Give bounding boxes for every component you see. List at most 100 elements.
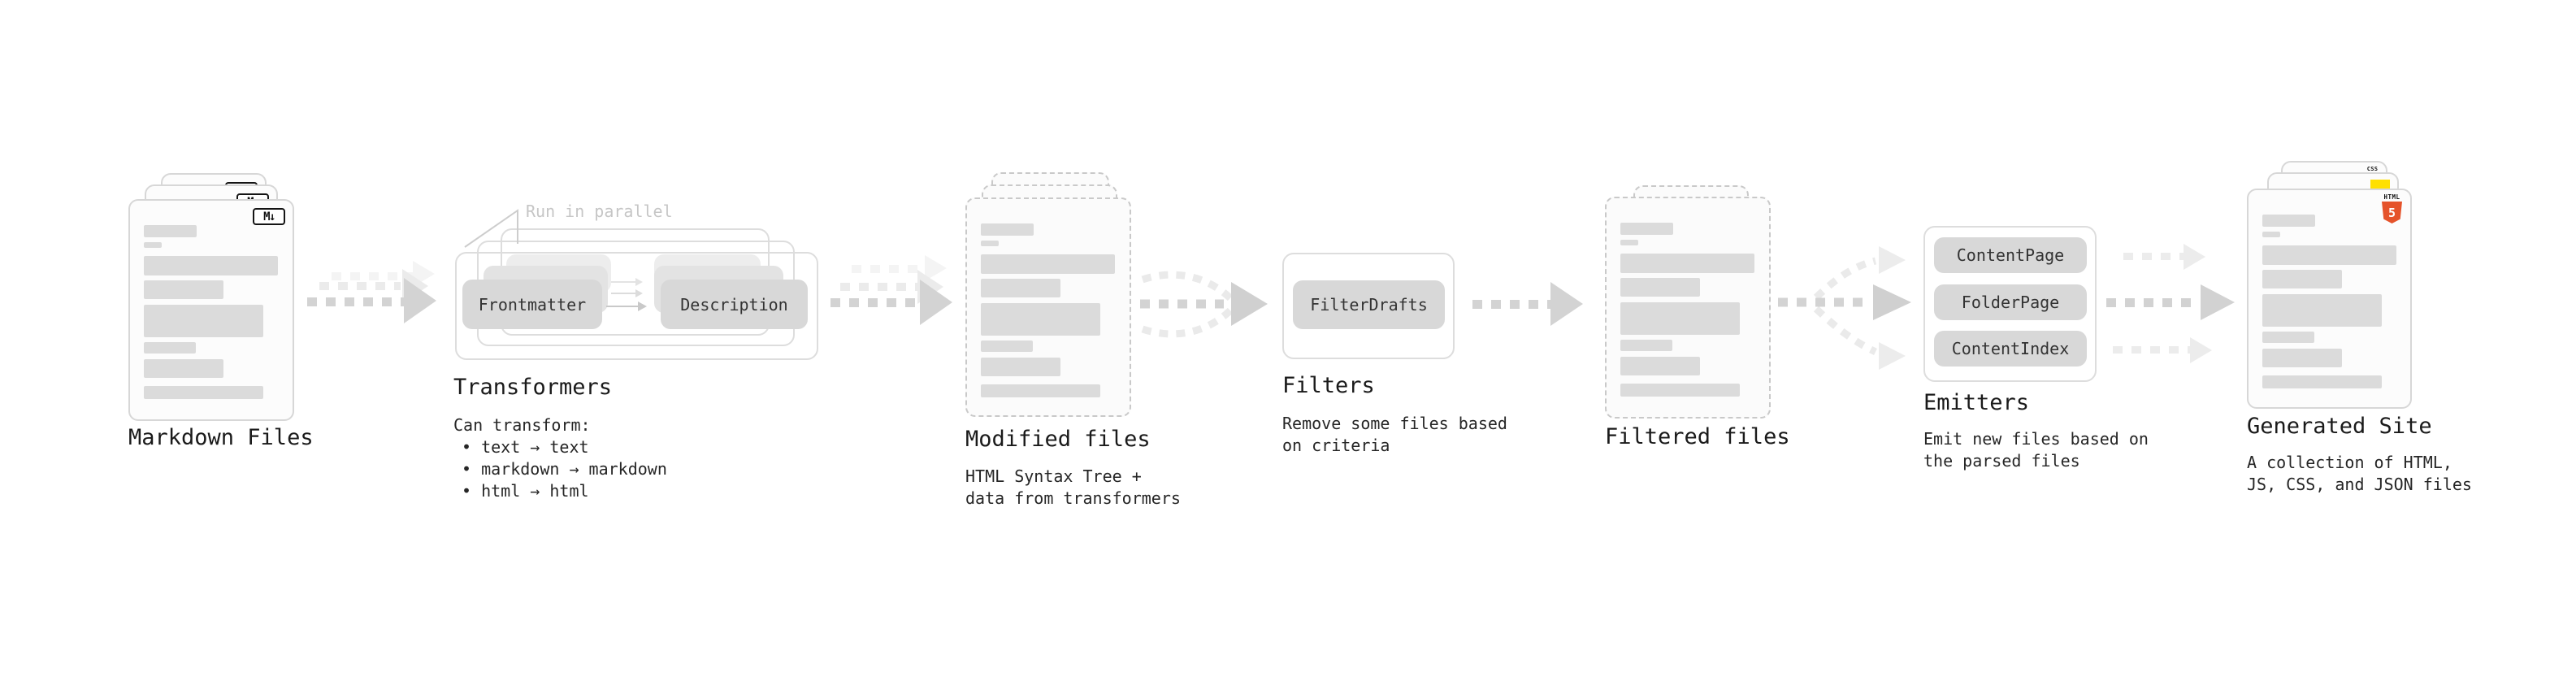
filters-note: Remove some files based on criteria [1282, 413, 1507, 457]
stage-label-markdown-files: Markdown Files [128, 425, 314, 450]
text-line-placeholder [144, 386, 263, 399]
arrow-dash-ghost [332, 272, 413, 280]
stage-label-emitters: Emitters [1923, 390, 2030, 415]
text-line-placeholder [981, 303, 1100, 336]
arrow-head-ghost [2184, 244, 2205, 270]
transformer-chip-frontmatter: Frontmatter [462, 280, 602, 329]
text-line-placeholder [1620, 340, 1672, 351]
arrow-dash [1472, 300, 1550, 309]
text-line-placeholder [2262, 270, 2342, 288]
note-line: on criteria [1282, 436, 1390, 455]
file-card-front: M↓ [128, 199, 294, 421]
run-in-parallel-annotation: Run in parallel [526, 202, 673, 221]
text-line-placeholder [1620, 302, 1740, 335]
html5-icon: HTML 5 [2381, 194, 2403, 223]
arrow-dash-ghost [2123, 253, 2184, 260]
note-line: JS, CSS, and JSON files [2247, 475, 2472, 494]
filter-chip-filterdrafts: FilterDrafts [1293, 280, 1445, 329]
text-line-placeholder [144, 225, 197, 237]
note-line: HTML Syntax Tree + [965, 466, 1142, 486]
note-line: A collection of HTML, [2247, 453, 2452, 472]
stage-label-generated-site: Generated Site [2247, 414, 2432, 439]
text-line-placeholder [981, 279, 1060, 297]
text-line-placeholder [2262, 332, 2314, 343]
text-line-placeholder [1620, 357, 1700, 375]
text-line-placeholder [2262, 245, 2396, 265]
text-line-placeholder [981, 340, 1033, 352]
stage-label-transformers: Transformers [453, 375, 613, 400]
arrow-head-ghost [2190, 337, 2212, 363]
arrow-head [404, 278, 436, 323]
arrow-dash-ghost [852, 265, 925, 273]
transformer-stack-outline-front [455, 252, 818, 360]
arrow-head [920, 280, 952, 325]
emitters-note: Emit new files based on the parsed files [1923, 428, 2149, 472]
text-line-placeholder [981, 384, 1100, 397]
text-line-placeholder [144, 359, 223, 378]
arrow-markdown-to-transformers [305, 261, 443, 341]
text-line-placeholder [144, 342, 196, 354]
text-line-placeholder [144, 256, 278, 275]
stage-label-filtered-files: Filtered files [1605, 424, 1790, 449]
arrow-dash [830, 298, 920, 307]
arrow-dash-ghost [840, 283, 917, 291]
generated-site-note: A collection of HTML, JS, CSS, and JSON … [2247, 452, 2472, 496]
text-line-placeholder [2262, 232, 2280, 237]
arrow-dash-ghost [2113, 346, 2190, 354]
transformers-note: Can transform: • text → text • markdown … [453, 414, 667, 502]
note-line: • markdown → markdown [462, 459, 667, 479]
text-line-placeholder [981, 223, 1034, 236]
text-line-placeholder [981, 241, 999, 246]
text-line-placeholder [981, 254, 1115, 274]
arrow-filters-to-filtered [1472, 282, 1586, 331]
parallel-flow-arrows [606, 278, 647, 311]
arrow-modified-to-filters [1140, 271, 1268, 338]
arrow-transformers-to-modified [829, 255, 959, 343]
arrow-dash [2106, 298, 2199, 307]
markdown-icon: M↓ [253, 208, 285, 225]
text-line-placeholder [144, 242, 162, 248]
arrow-filtered-to-emitters [1778, 246, 1911, 370]
annotation-leader-line [464, 209, 518, 248]
file-card-front: HTML 5 [2247, 189, 2412, 409]
emitter-chip-contentpage: ContentPage [1934, 237, 2087, 273]
note-line: Emit new files based on [1923, 429, 2149, 449]
note-line: data from transformers [965, 488, 1181, 508]
text-line-placeholder [144, 305, 263, 337]
stage-label-filters: Filters [1282, 373, 1375, 398]
text-line-placeholder [2262, 294, 2382, 327]
css-icon-label: CSS [2366, 166, 2379, 172]
text-line-placeholder [1620, 254, 1754, 273]
note-line: • text → text [462, 437, 589, 457]
text-line-placeholder [1620, 223, 1673, 235]
file-card-front [965, 197, 1131, 417]
text-line-placeholder [1620, 278, 1700, 297]
arrow-emitters-to-site-top [2123, 242, 2209, 271]
file-card-front [1605, 197, 1771, 419]
arrow-emitters-to-site-middle [2106, 284, 2236, 320]
text-line-placeholder [1620, 384, 1740, 397]
text-line-placeholder [2262, 375, 2382, 388]
text-line-placeholder [144, 280, 223, 299]
note-line: Can transform: [453, 415, 591, 435]
transformer-chip-description: Description [661, 280, 808, 329]
arrow-head [1550, 282, 1583, 326]
text-line-placeholder [981, 358, 1060, 376]
js-icon [2370, 180, 2390, 191]
note-line: the parsed files [1923, 451, 2080, 471]
note-line: • html → html [462, 481, 589, 501]
emitter-chip-folderpage: FolderPage [1934, 284, 2087, 320]
arrow-dash-ghost [319, 282, 401, 290]
modified-files-note: HTML Syntax Tree + data from transformer… [965, 466, 1181, 510]
text-line-placeholder [1620, 240, 1638, 245]
html5-icon-label: HTML [2383, 193, 2400, 201]
html5-icon-shield: 5 [2382, 202, 2402, 223]
note-line: Remove some files based [1282, 414, 1507, 433]
text-line-placeholder [2262, 215, 2315, 227]
arrow-head [2201, 284, 2235, 320]
emitter-chip-contentindex: ContentIndex [1934, 331, 2087, 367]
text-line-placeholder [2262, 349, 2342, 367]
stage-label-modified-files: Modified files [965, 427, 1151, 452]
arrow-dash [307, 297, 404, 306]
